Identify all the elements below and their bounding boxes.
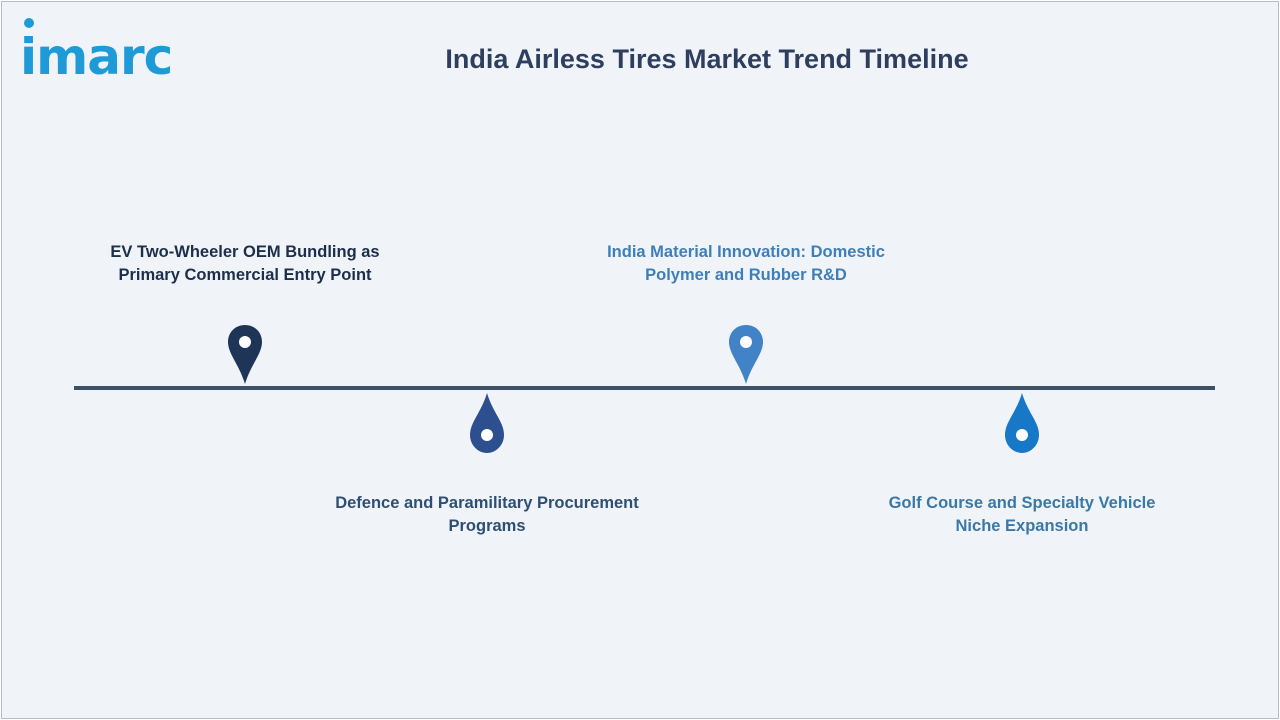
drop-marker-icon (1005, 393, 1039, 453)
milestone-1-label: EV Two-Wheeler OEM Bundling as Primary C… (75, 241, 415, 287)
timeline-line (74, 386, 1215, 390)
milestone-4-line-1: Golf Course and Specialty Vehicle (888, 494, 1156, 512)
logo-text: imarc (20, 28, 172, 84)
milestone-1-line-1: EV Two-Wheeler OEM Bundling as (110, 243, 380, 261)
milestone-3-line-1: India Material Innovation: Domestic (607, 243, 885, 261)
map-pin-icon (729, 325, 763, 384)
milestone-3-label: India Material Innovation: Domestic Poly… (576, 241, 916, 287)
milestone-4-label: Golf Course and Specialty Vehicle Niche … (852, 492, 1192, 538)
imarc-logo: imarc (20, 16, 210, 86)
map-pin-icon (228, 325, 262, 384)
milestone-2-line-1: Defence and Paramilitary Procurement (335, 494, 639, 512)
drop-marker-icon (470, 393, 504, 453)
milestone-4-line-2: Niche Expansion (955, 517, 1089, 535)
milestone-1-line-2: Primary Commercial Entry Point (118, 266, 372, 284)
chart-title: India Airless Tires Market Trend Timelin… (445, 44, 969, 74)
milestone-3-line-2: Polymer and Rubber R&D (645, 266, 847, 284)
milestone-2-label: Defence and Paramilitary Procurement Pro… (317, 492, 657, 538)
logo-dot (24, 18, 34, 28)
milestone-2-line-2: Programs (448, 517, 526, 535)
